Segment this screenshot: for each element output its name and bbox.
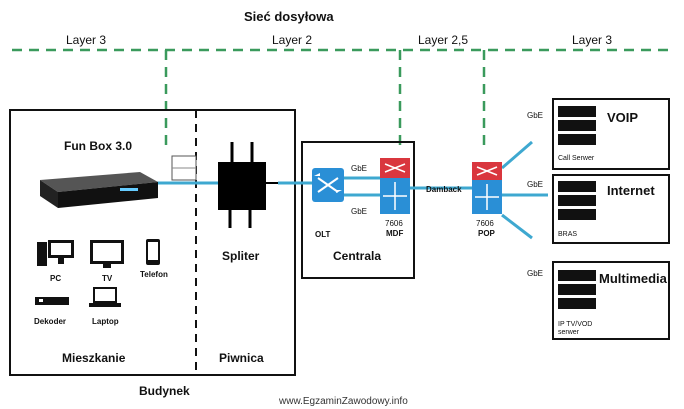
funbox-label: Fun Box 3.0 xyxy=(64,139,133,153)
laptop-icon xyxy=(89,287,121,307)
pop-label: POP xyxy=(478,229,495,238)
internet-link-label: GbE xyxy=(527,180,544,189)
zone-right-label: Piwnica xyxy=(219,351,264,365)
voip-title: VOIP xyxy=(607,110,639,125)
funbox-icon xyxy=(40,172,158,208)
internet-server-icon xyxy=(558,181,596,220)
mdf-number: 7606 xyxy=(385,219,403,228)
pop-number: 7606 xyxy=(476,219,494,228)
damback-label: Damback xyxy=(426,185,462,194)
voip-box xyxy=(552,98,670,170)
device-label-phone: Telefon xyxy=(140,270,168,279)
ez-tag-icon xyxy=(171,155,197,181)
device-label-tv: TV xyxy=(102,274,113,283)
layer-label-4: Layer 3 xyxy=(572,33,613,47)
layer-dividers xyxy=(12,48,668,148)
splitter-icon xyxy=(218,142,278,228)
voip-link-label: GbE xyxy=(527,111,544,120)
phone-icon xyxy=(146,239,160,265)
decoder-icon xyxy=(35,297,69,305)
links xyxy=(157,140,548,240)
link-bottom-label: GbE xyxy=(351,207,368,216)
centrala-box xyxy=(301,141,415,279)
device-label-decoder: Dekoder xyxy=(34,317,67,326)
mdf-label: MDF xyxy=(386,229,404,238)
link-pop-multimedia xyxy=(501,213,533,240)
building-label: Budynek xyxy=(139,384,190,398)
layer-label-1: Layer 3 xyxy=(66,33,107,47)
voip-server-icon xyxy=(558,106,596,145)
multimedia-server-label: IP TV/VOD serwer xyxy=(558,321,593,336)
link-pop-voip xyxy=(501,140,533,170)
splitter-label: Spliter xyxy=(222,249,260,263)
pop-router-icon xyxy=(472,162,502,214)
multimedia-link-label: GbE xyxy=(527,269,544,278)
voip-server-label: Call Serwer xyxy=(558,155,595,162)
centrala-label: Centrala xyxy=(333,249,382,263)
device-label-laptop: Laptop xyxy=(92,317,119,326)
olt-label: OLT xyxy=(315,230,331,239)
internet-box xyxy=(552,174,670,244)
pc-icon xyxy=(37,240,74,266)
layer-label-3: Layer 2,5 xyxy=(418,33,469,47)
tv-icon xyxy=(90,240,124,268)
layer-label-2: Layer 2 xyxy=(272,33,313,47)
olt-switch-icon xyxy=(312,168,344,202)
internet-title: Internet xyxy=(607,183,655,198)
multimedia-title: Multimedia xyxy=(599,271,667,286)
zone-left-label: Mieszkanie xyxy=(62,351,126,365)
multimedia-box xyxy=(552,261,670,340)
multimedia-server-icon xyxy=(558,270,596,309)
watermark: www.EgzaminZawodowy.info xyxy=(279,396,408,407)
diagram-title: Sieć dosyłowa xyxy=(244,9,334,24)
building-box xyxy=(9,109,296,376)
mdf-router-icon xyxy=(380,158,410,214)
device-label-pc: PC xyxy=(50,274,62,283)
link-top-label: GbE xyxy=(351,164,368,173)
internet-server-label: BRAS xyxy=(558,231,578,238)
